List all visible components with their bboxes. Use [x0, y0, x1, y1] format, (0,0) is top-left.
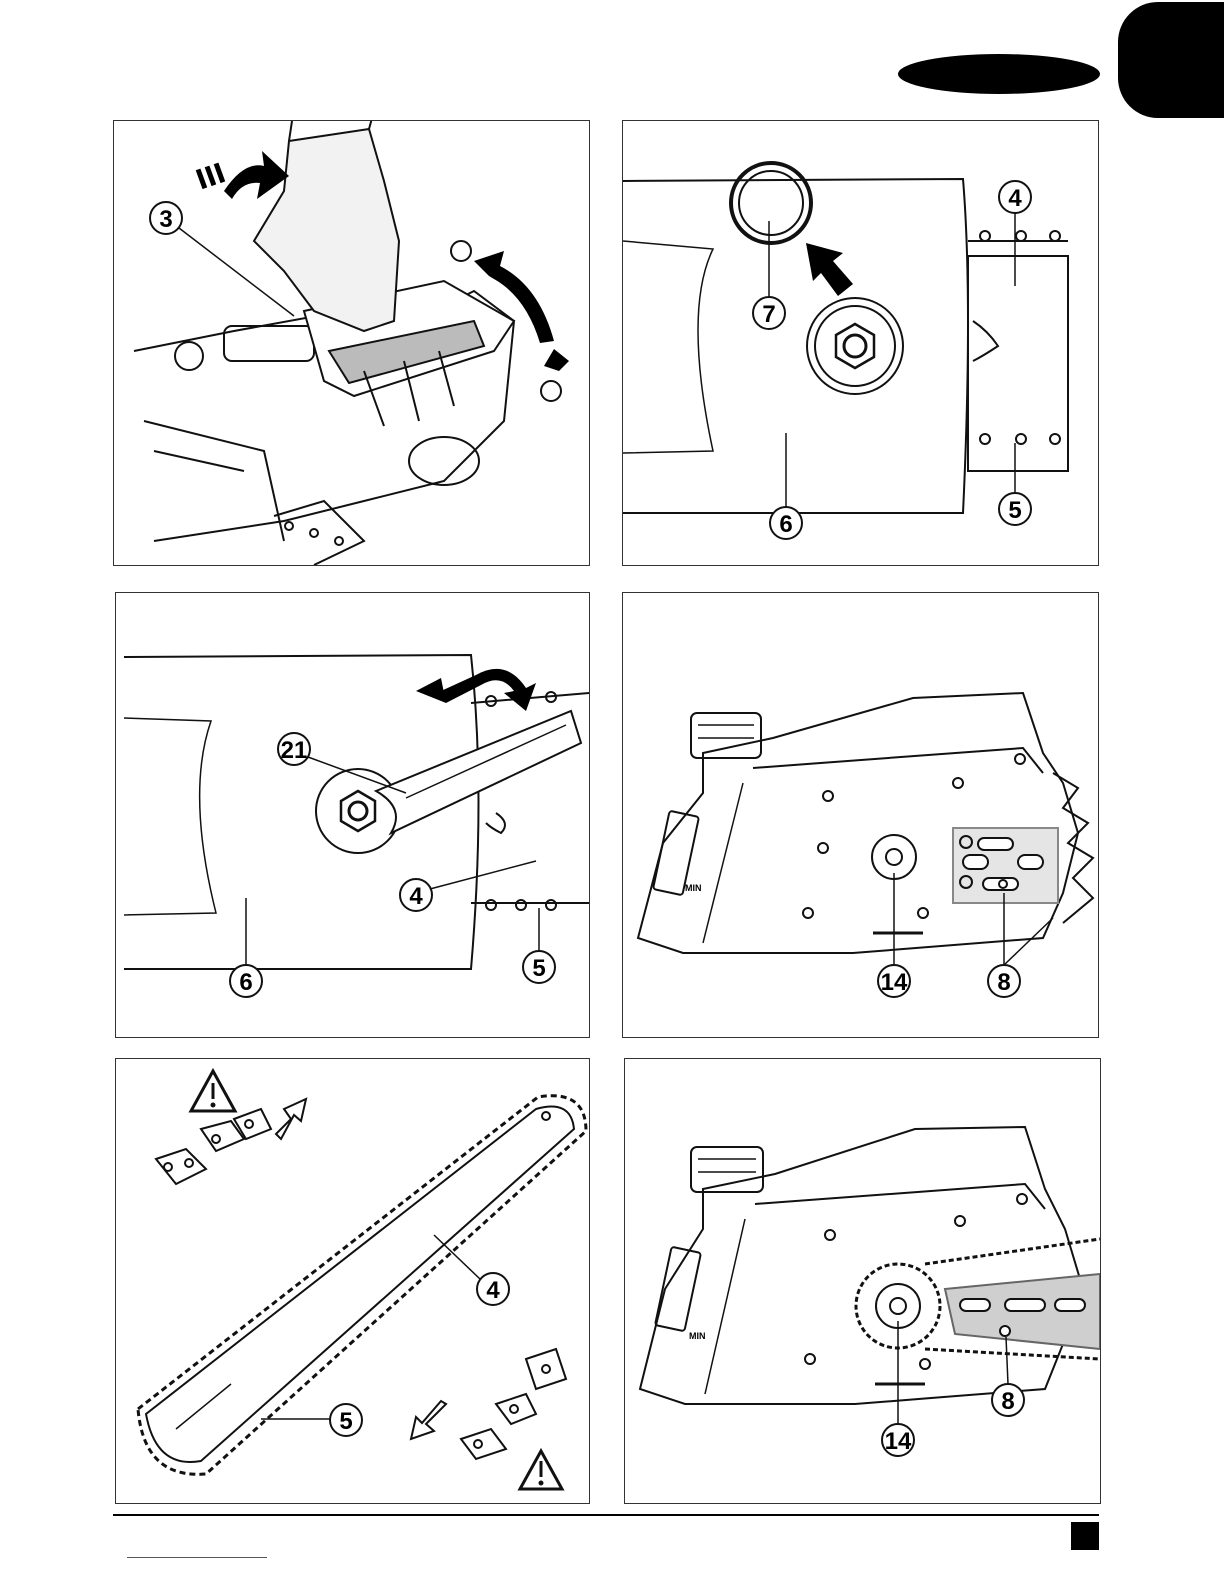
figure-chain-direction-drawing: 4 5 — [116, 1059, 589, 1503]
callout-4: 4 — [486, 1277, 500, 1304]
min-mark: MIN — [689, 1331, 706, 1341]
callout-14: 14 — [881, 969, 908, 996]
callout-5: 5 — [339, 1408, 352, 1435]
figure-bar-fitted-drawing: MIN 8 14 — [625, 1059, 1100, 1503]
callout-5: 5 — [1008, 497, 1021, 524]
page-number-box — [1071, 1522, 1099, 1550]
callout-5: 5 — [532, 955, 545, 982]
callout-8: 8 — [1001, 1388, 1014, 1415]
callout-8: 8 — [997, 969, 1010, 996]
figure-chain-brake: 3 — [113, 120, 590, 566]
callout-3: 3 — [159, 206, 172, 233]
figure-side-cover-drawing: 4 7 5 6 — [623, 121, 1098, 565]
figure-bar-fitted: MIN 8 14 — [624, 1058, 1101, 1504]
page-edge-tab — [1118, 2, 1224, 118]
figure-side-cover: 4 7 5 6 — [622, 120, 1099, 566]
figure-chain-brake-drawing: 3 — [114, 121, 589, 565]
language-tab-oval — [898, 54, 1100, 94]
callout-4: 4 — [409, 883, 423, 910]
link-underline[interactable] — [127, 1557, 267, 1558]
callout-6: 6 — [239, 969, 252, 996]
figure-chain-direction: 4 5 — [115, 1058, 590, 1504]
footer-rule — [113, 1514, 1099, 1516]
callout-21: 21 — [281, 737, 308, 764]
callout-14: 14 — [885, 1428, 912, 1455]
figure-spanner: 21 4 6 5 — [115, 592, 590, 1038]
callout-6: 6 — [779, 511, 792, 538]
callout-7: 7 — [762, 301, 775, 328]
min-mark: MIN — [685, 883, 702, 893]
figure-bar-plate-drawing: MIN 14 8 — [623, 593, 1098, 1037]
callout-4: 4 — [1008, 185, 1022, 212]
figure-spanner-drawing: 21 4 6 5 — [116, 593, 589, 1037]
figure-bar-plate: MIN 14 8 — [622, 592, 1099, 1038]
